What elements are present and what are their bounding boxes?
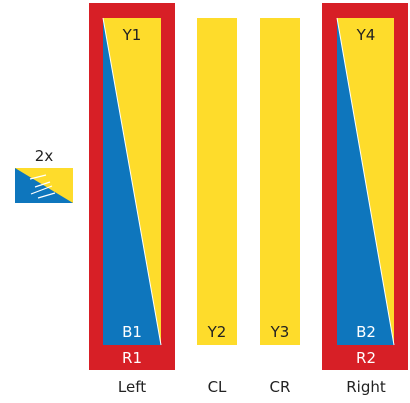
legend-flag-lines: [29, 174, 56, 199]
right-top-label: Y4: [356, 26, 376, 44]
center-left-strip: [197, 18, 237, 345]
left-red-label: R1: [122, 349, 142, 367]
legend-group: 2x: [15, 147, 73, 203]
center-left-panel: Y2: [197, 18, 237, 345]
left-panel: Y1 B1 R1: [89, 3, 175, 370]
left-blue-label: B1: [122, 323, 142, 341]
left-caption: Left: [118, 378, 146, 396]
right-caption: Right: [346, 378, 386, 396]
captions: Left CL CR Right: [118, 378, 386, 396]
left-top-label: Y1: [122, 26, 142, 44]
right-blue-label: B2: [356, 323, 376, 341]
legend-multiplier: 2x: [35, 147, 54, 165]
center-right-strip: [260, 18, 300, 345]
left-diagonal: [102, 17, 162, 346]
right-red-label: R2: [356, 349, 376, 367]
right-panel: Y4 B2 R2: [322, 3, 408, 370]
legend-flag-yellow: [15, 168, 73, 203]
center-left-caption: CL: [208, 378, 227, 396]
center-right-label: Y3: [270, 323, 290, 341]
right-diagonal: [336, 17, 395, 346]
center-right-caption: CR: [270, 378, 291, 396]
center-right-panel: Y3: [260, 18, 300, 345]
blue-yellow-diagonal-flag-icon: [15, 168, 73, 203]
center-left-label: Y2: [207, 323, 227, 341]
